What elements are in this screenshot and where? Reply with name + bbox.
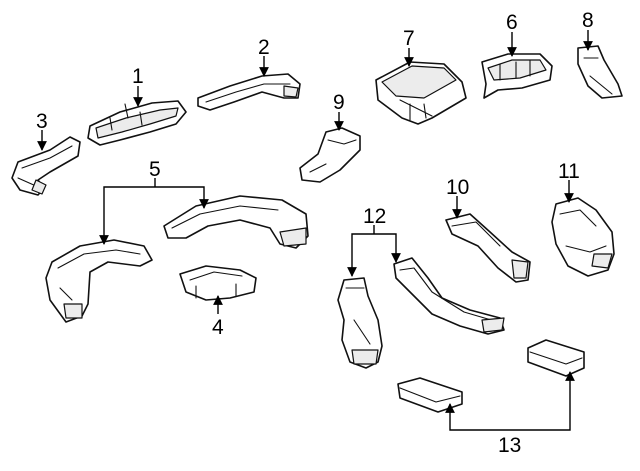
- part-8-bracket: [577, 45, 623, 99]
- callout-3: 3: [36, 110, 48, 133]
- callout-12: 12: [363, 205, 386, 228]
- part-5-lower-duct: [45, 239, 153, 323]
- leader-lines: [37, 30, 593, 431]
- part-3-duct: [11, 136, 81, 196]
- callout-9: 9: [333, 91, 345, 114]
- callout-2: 2: [258, 36, 270, 59]
- part-4-duct: [179, 265, 257, 301]
- part-6-vent: [481, 53, 553, 99]
- callout-5: 5: [149, 158, 161, 181]
- part-5-upper-duct: [163, 195, 309, 249]
- callout-1: 1: [132, 65, 144, 88]
- part-7-vent: [375, 61, 467, 125]
- part-13-left-duct: [397, 377, 463, 413]
- callout-4: 4: [212, 316, 224, 339]
- leader-12: [347, 233, 401, 277]
- part-2-duct: [197, 73, 301, 111]
- part-1-duct: [87, 100, 187, 146]
- part-12-right-duct: [393, 257, 505, 335]
- part-11-duct: [551, 197, 615, 277]
- callout-7: 7: [403, 27, 415, 50]
- callout-8: 8: [582, 9, 594, 32]
- callout-13: 13: [498, 434, 521, 457]
- leader-5: [99, 186, 209, 245]
- leader-13: [445, 371, 575, 431]
- callout-6: 6: [506, 11, 518, 34]
- callout-11: 11: [558, 160, 580, 183]
- part-9-duct: [299, 127, 361, 183]
- callout-labels: 1 2 3 4 5 6 7 8 9 10 11 12 13: [36, 9, 594, 457]
- callout-10: 10: [446, 176, 469, 199]
- part-12-left-duct: [337, 277, 383, 369]
- part-13-right-duct: [527, 339, 585, 377]
- part-10-duct: [445, 213, 531, 283]
